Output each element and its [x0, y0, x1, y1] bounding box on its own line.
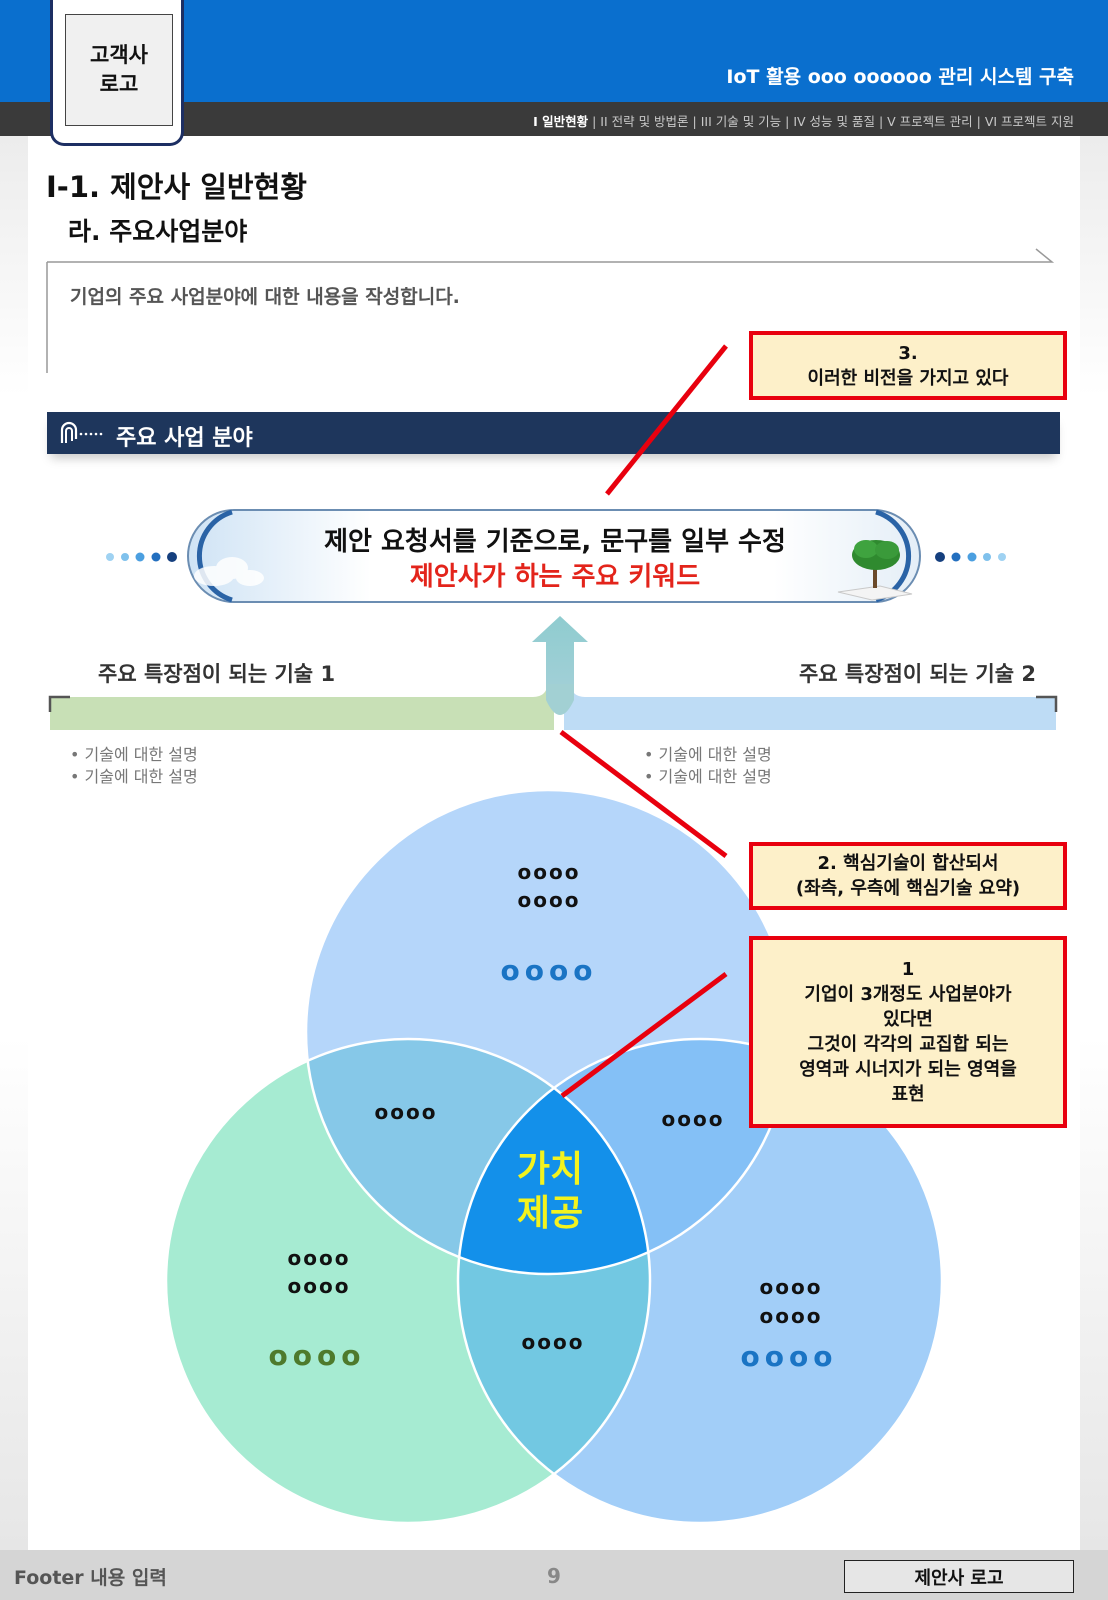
- tech1-bullet: 기술에 대한 설명: [70, 744, 198, 766]
- client-logo-tab: 고객사 로고: [50, 0, 184, 146]
- proposer-logo: 제안사 로고: [844, 1560, 1074, 1593]
- tech1-bullets: 기술에 대한 설명 기술에 대한 설명: [70, 744, 198, 788]
- tech2-title: 주요 특장점이 되는 기술 2: [798, 662, 1036, 686]
- callout-1: 1 기업이 3개정도 사업분야가 있다면 그것이 각각의 교집합 되는 영역과 …: [749, 936, 1067, 1128]
- document-title: IoT 활용 ooo oooooo 관리 시스템 구축: [726, 66, 1074, 88]
- venn-overlap-top-right-label: oooo: [661, 1107, 725, 1131]
- page-number: 9: [547, 1564, 561, 1588]
- venn-right-large: oooo: [740, 1340, 838, 1373]
- keyword-banner: [187, 509, 921, 603]
- venn-left-small-2: oooo: [287, 1274, 351, 1298]
- tech2-bar: [564, 684, 1056, 730]
- banner-line-2: 제안사가 하는 주요 키워드: [409, 562, 701, 592]
- venn-top-small-2: oooo: [517, 888, 581, 912]
- venn-diagram: [164, 788, 944, 1525]
- frame-top-line: [47, 248, 1055, 263]
- tech1-bullet: 기술에 대한 설명: [70, 766, 198, 788]
- venn-left-large: oooo: [268, 1339, 366, 1372]
- cloud-icon: [194, 557, 264, 586]
- description-text: 기업의 주요 사업분야에 대한 내용을 작성합니다.: [70, 286, 460, 308]
- footer-text: Footer 내용 입력: [14, 1567, 167, 1589]
- tree-book-icon: [837, 540, 913, 601]
- tech2-bracket: [1036, 695, 1058, 712]
- tech1-bracket: [48, 695, 70, 712]
- venn-center: [458, 1039, 650, 1274]
- venn-top-large: oooo: [500, 954, 598, 987]
- venn-top-small-1: oooo: [517, 860, 581, 884]
- callout3-line: [605, 344, 728, 496]
- banner-dots-left: [106, 552, 177, 562]
- chapter-nav-rest[interactable]: | II 전략 및 방법론 | III 기술 및 기능 | IV 성능 및 품질…: [588, 114, 1074, 129]
- venn-overlap-bottom-label: oooo: [521, 1330, 585, 1354]
- venn-left-small-1: oooo: [287, 1246, 351, 1270]
- tech2-bullet: 기술에 대한 설명: [644, 744, 772, 766]
- section-title: 주요 사업 분야: [116, 426, 253, 451]
- venn-center-label: 가치 제공: [516, 1149, 584, 1234]
- tech1-bar: [50, 684, 554, 730]
- chapter-nav-active[interactable]: I 일반현황: [533, 114, 589, 129]
- venn-right-small-1: oooo: [759, 1275, 823, 1299]
- section-bar: [47, 412, 1060, 454]
- nav-bar: [0, 102, 1108, 136]
- client-logo: 고객사 로고: [65, 14, 173, 126]
- page-title: I-1. 제안사 일반현황: [46, 170, 307, 204]
- banner-left-arc: [197, 509, 233, 603]
- banner-dots-right: [935, 552, 1006, 562]
- description-frame: [46, 248, 1055, 373]
- tech-merge: [546, 684, 574, 715]
- touch-icon: [60, 421, 103, 443]
- tech2-bullets: 기술에 대한 설명 기술에 대한 설명: [644, 744, 772, 788]
- callout-2: 2. 핵심기술이 합산되서 (좌측, 우측에 핵심기술 요약): [749, 842, 1067, 910]
- banner-line-1: 제안 요청서를 기준으로, 문구를 일부 수정: [324, 527, 786, 557]
- chapter-nav: I 일반현황 | II 전략 및 방법론 | III 기술 및 기능 | IV …: [533, 111, 1074, 130]
- venn-right-small-2: oooo: [759, 1304, 823, 1328]
- venn-overlap-top-left-label: oooo: [374, 1100, 438, 1124]
- page-subtitle: 라. 주요사업분야: [68, 217, 248, 246]
- callout-3: 3. 이러한 비전을 가지고 있다: [749, 331, 1067, 400]
- tech2-bullet: 기술에 대한 설명: [644, 766, 772, 788]
- tech1-title: 주요 특장점이 되는 기술 1: [98, 662, 336, 686]
- merge-arrow: [532, 616, 588, 700]
- header-bar: [0, 0, 1108, 102]
- callout1-line: [560, 971, 728, 1099]
- callout2-line: [559, 730, 728, 858]
